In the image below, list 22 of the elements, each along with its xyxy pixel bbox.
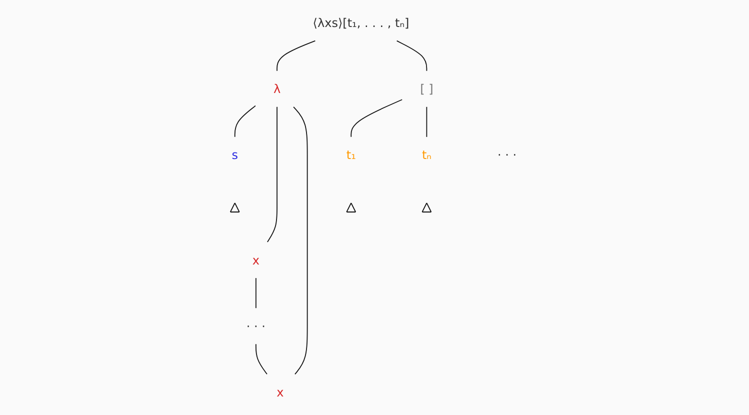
node-triangle — [346, 202, 356, 212]
connector — [351, 99, 403, 138]
connector — [256, 344, 268, 375]
node-text: x — [252, 252, 260, 268]
node-text: t₁ — [346, 148, 356, 162]
node-text: tₙ — [422, 148, 432, 162]
connector — [256, 278, 257, 309]
node-text: ⟨λxs⟩[t₁, . . . , tₙ] — [313, 16, 410, 30]
node-text: [ ] — [420, 82, 434, 96]
connector — [276, 40, 316, 72]
connector — [293, 106, 308, 375]
connector — [426, 106, 428, 138]
node-text: · · · — [246, 318, 266, 334]
connector — [267, 106, 278, 242]
node-text: λ — [274, 82, 281, 96]
connector — [234, 105, 256, 138]
node-triangle — [230, 202, 240, 212]
node-triangle — [422, 202, 432, 212]
node-text: x — [277, 384, 284, 400]
node-text: s — [232, 148, 238, 162]
node-text: · · · — [498, 148, 517, 162]
connector — [396, 40, 428, 72]
